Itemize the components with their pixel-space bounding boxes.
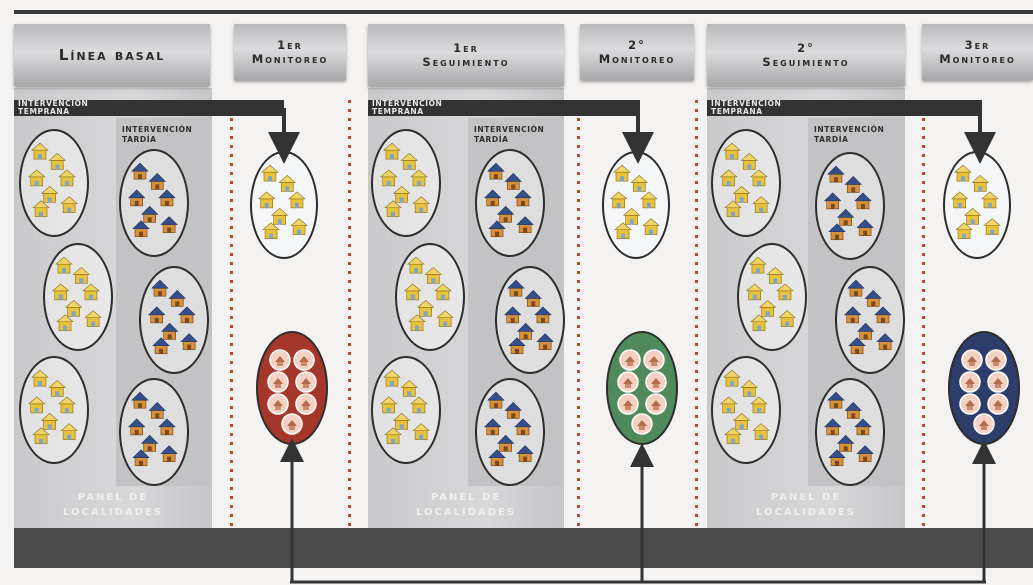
connector-arrows bbox=[0, 0, 1033, 585]
